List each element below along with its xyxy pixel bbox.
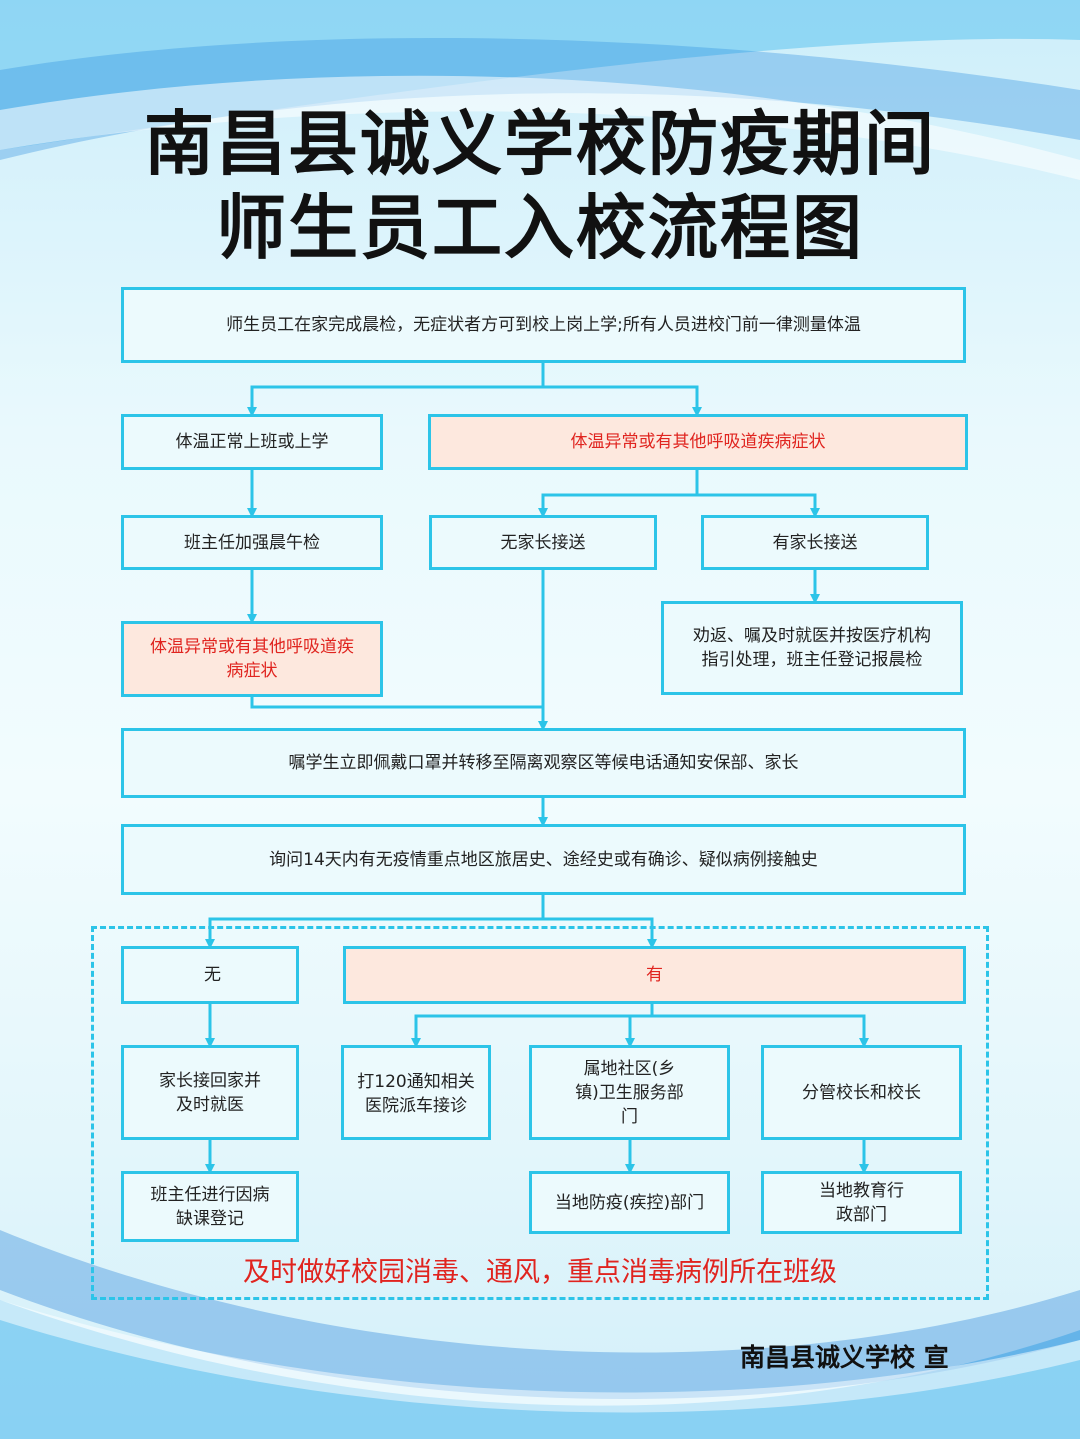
step-abnormal-temp: 体温异常或有其他呼吸道疾病症状 [428, 414, 968, 470]
step-yes: 有 [343, 946, 966, 1004]
step-parent-home: 家长接回家并及时就医 [121, 1045, 299, 1140]
disinfection-note: 及时做好校园消毒、通风，重点消毒病例所在班级 [243, 1257, 837, 1288]
step-principal: 分管校长和校长 [761, 1045, 962, 1140]
step-none: 无 [121, 946, 299, 1004]
step-abnormal-later: 体温异常或有其他呼吸道疾病症状 [121, 621, 383, 697]
footer-publisher: 南昌县诚义学校 宣 [740, 1343, 949, 1372]
step-inquiry: 询问14天内有无疫情重点地区旅居史、途经史或有确诊、疑似病例接触史 [121, 824, 966, 895]
step-isolate: 嘱学生立即佩戴口罩并转移至隔离观察区等候电话通知安保部、家长 [121, 728, 966, 798]
step-teacher-register: 班主任进行因病缺课登记 [121, 1171, 299, 1242]
step-call-120: 打120通知相关医院派车接诊 [341, 1045, 491, 1140]
step-normal-temp: 体温正常上班或上学 [121, 414, 383, 470]
step-community: 属地社区(乡镇)卫生服务部门 [529, 1045, 730, 1140]
title-line-2: 师生员工入校流程图 [216, 187, 864, 269]
dashed-group-frame [91, 926, 989, 1300]
step-local-cdc: 当地防疫(疾控)部门 [529, 1171, 730, 1234]
step-no-parent: 无家长接送 [429, 515, 657, 570]
step-education-dept: 当地教育行政部门 [761, 1171, 962, 1234]
step-has-parent: 有家长接送 [701, 515, 929, 570]
step-teacher-check: 班主任加强晨午检 [121, 515, 383, 570]
title-line-1: 南昌县诚义学校防疫期间 [144, 103, 936, 185]
step-persuade-return: 劝返、嘱及时就医并按医疗机构指引处理，班主任登记报晨检 [661, 601, 963, 695]
step-start: 师生员工在家完成晨检，无症状者方可到校上岗上学;所有人员进校门前一律测量体温 [121, 287, 966, 363]
